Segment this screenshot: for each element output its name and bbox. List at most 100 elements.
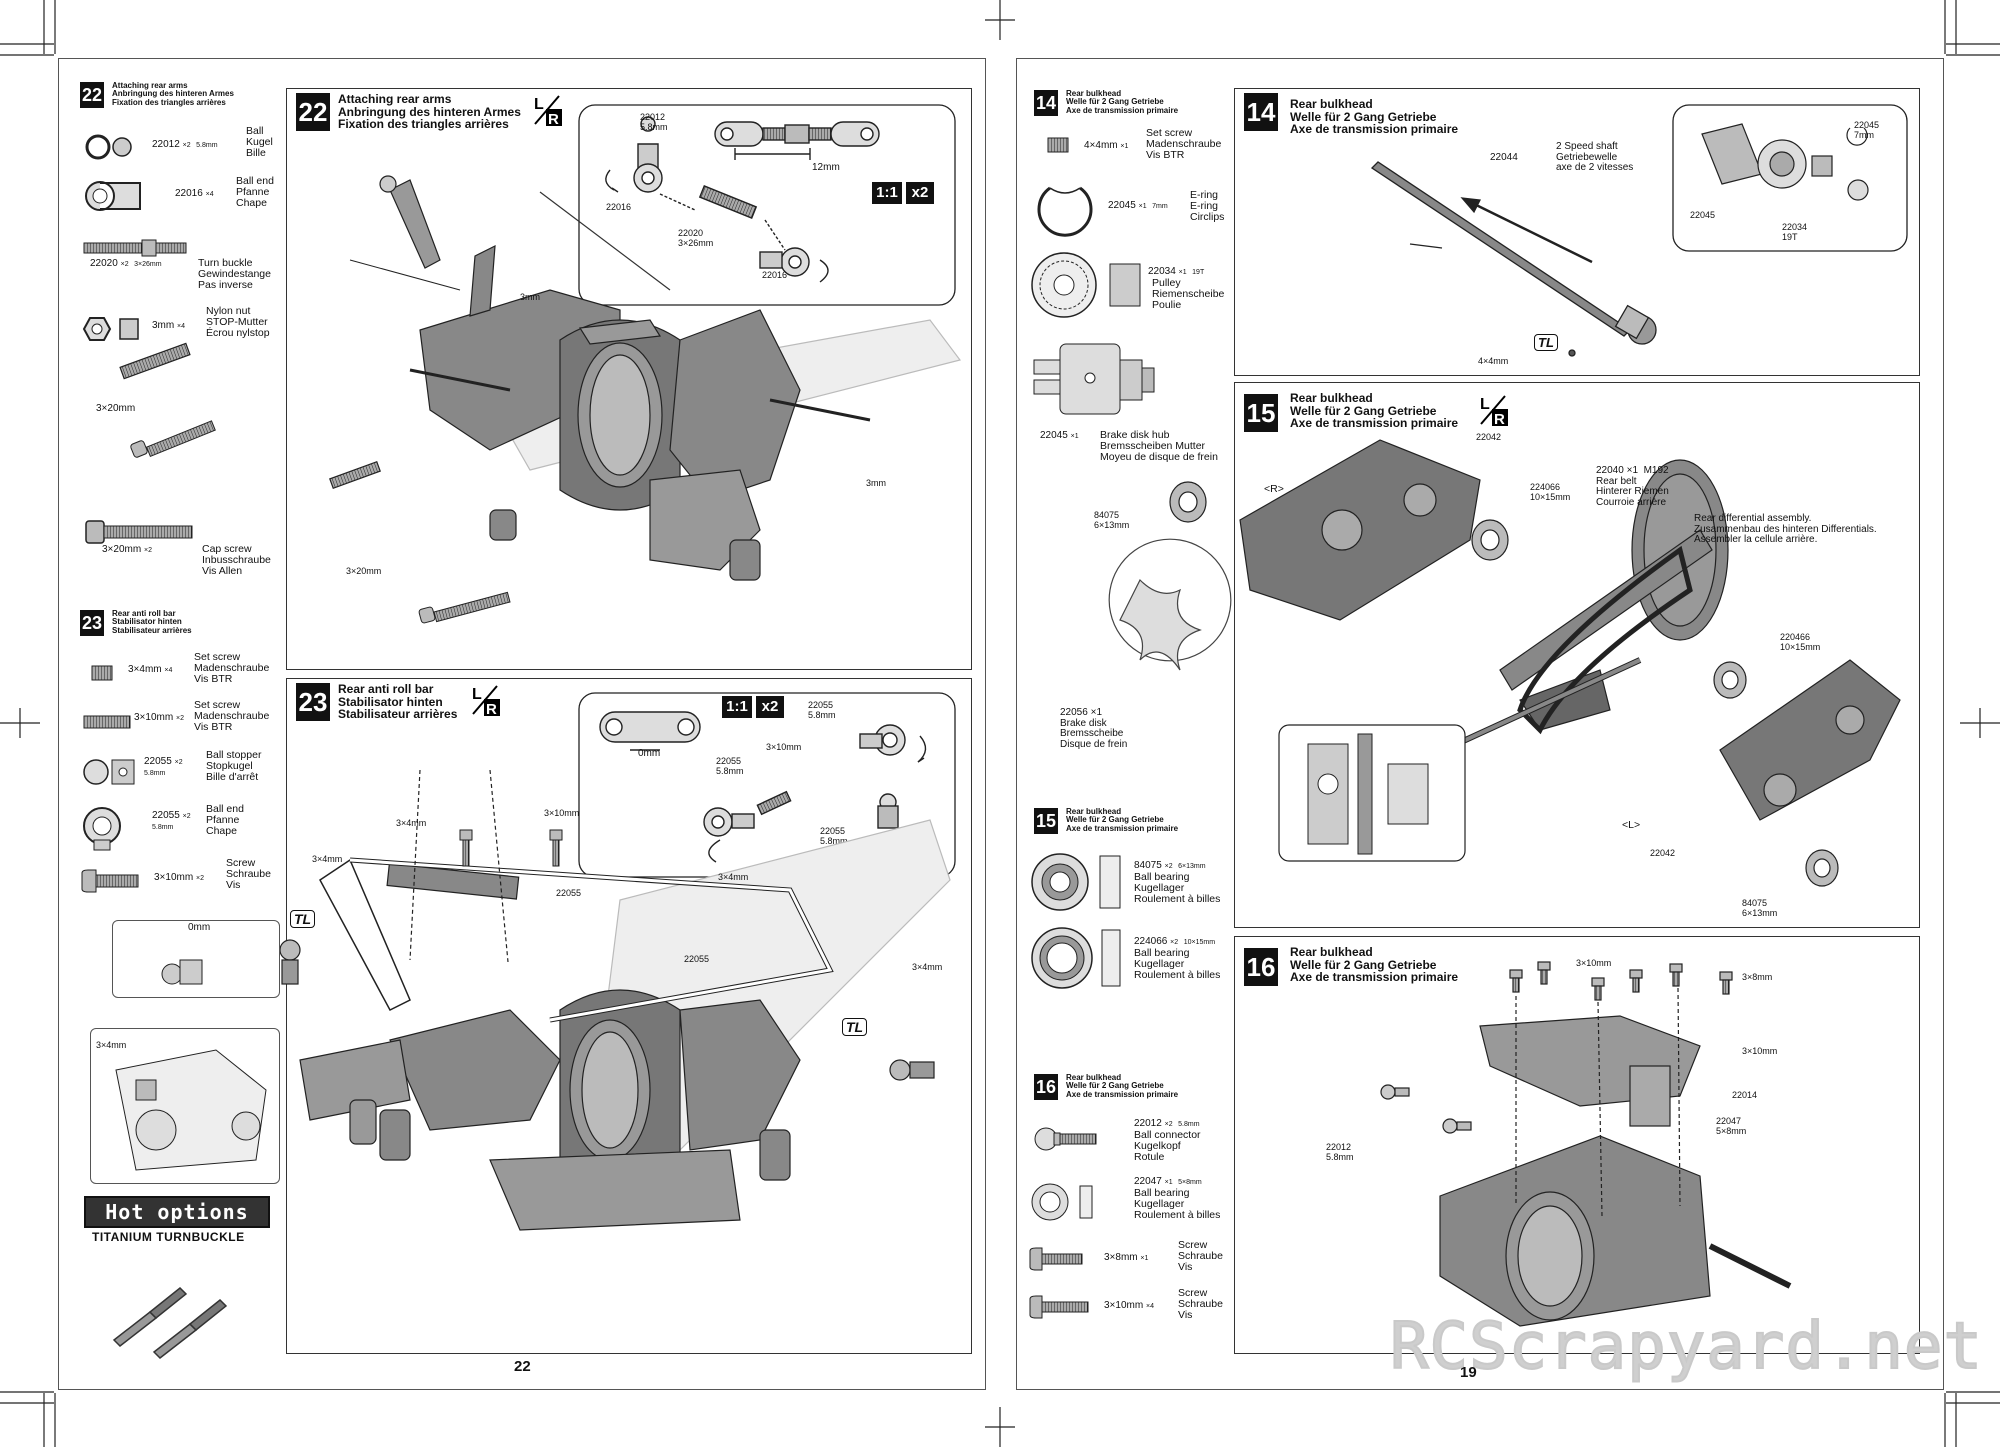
step23-number: 23: [296, 683, 330, 721]
step16-small-number: 16: [1034, 1074, 1058, 1100]
step14-shaft-drawing: [1370, 161, 1657, 357]
callout-bar: 22055: [556, 888, 582, 898]
step16-number: 16: [1244, 948, 1278, 986]
callout-s4: 3×4mm: [312, 854, 343, 864]
callout-bulkhead: 22014: [1732, 1090, 1758, 1100]
inset-ball-end-drawing: [161, 959, 203, 985]
watermark-text: RCScrapyard.net: [1389, 1309, 1983, 1385]
callout-s3: 3×4mm: [718, 872, 749, 882]
screw-icon: [81, 869, 139, 893]
part-code: 3×8mm ×1: [1104, 1252, 1149, 1263]
step15-number: 15: [1244, 394, 1278, 432]
callout-s3: 3×10mm: [1742, 1046, 1778, 1056]
screw-icon: [1029, 1247, 1083, 1271]
inset-screw-label: 3×4mm: [96, 1040, 127, 1050]
part-code: 84075 ×2 6×13mm: [1134, 860, 1206, 871]
callout-bulkhead2: 22042: [1650, 848, 1676, 858]
step15-small-number: 15: [1034, 808, 1058, 834]
callout-s1: 3×4mm: [396, 818, 427, 828]
step23-assembly-drawing: [279, 769, 951, 1231]
step15-inset-bubble: [1278, 724, 1466, 862]
part-code: 3×10mm ×4: [1104, 1300, 1154, 1311]
step22-screw-bottom: [418, 591, 511, 624]
step14-number: 14: [1244, 93, 1278, 131]
ball-connector-icon: [1034, 1127, 1097, 1151]
callout-screw: 4×4mm: [1478, 356, 1509, 366]
svg-text:R: R: [548, 111, 559, 128]
part-code: 3×4mm ×4: [128, 664, 173, 675]
callout-bar2: 22055: [684, 954, 710, 964]
ball-bearing-icon: [1031, 927, 1121, 989]
callout-s5: 3×4mm: [912, 962, 943, 972]
svg-text:L: L: [472, 686, 482, 703]
part-code: 22012 ×2 5.8mm: [1134, 1118, 1200, 1129]
ball-end-icon: [83, 807, 121, 851]
tl-thread-lock-icon: TL: [290, 910, 316, 928]
callout-rod-length: 12mm: [812, 162, 840, 173]
part-code: 22012 ×2 5.8mm: [152, 139, 218, 150]
step16-assembly-drawing: [1380, 961, 1792, 1327]
part-code: 3×20mm ×2: [102, 544, 152, 555]
ball-bearing-icon: [1031, 853, 1121, 911]
part-code: 3×10mm ×2: [134, 712, 184, 723]
svg-text:L: L: [1480, 396, 1490, 413]
step23-screws: [459, 829, 563, 867]
callout-r-side: <R>: [1264, 483, 1284, 495]
inset-mount-drawing: [115, 1049, 267, 1171]
ball-end-detail-drawing: [599, 711, 927, 863]
step23-inset-gap: [112, 920, 280, 998]
callout-bulkhead: 22042: [1476, 432, 1502, 442]
scale-mult-badge: x2: [906, 182, 934, 204]
part-code: 22045 ×1: [1040, 430, 1079, 441]
left-right-icon: L R: [470, 684, 500, 718]
page-number-left: 22: [514, 1358, 531, 1375]
step22-detail-bubble: [578, 104, 956, 306]
set-screw-icon: [91, 665, 113, 681]
part-code: 3×10mm ×2: [154, 872, 204, 883]
nylon-nut-icon: [82, 317, 139, 341]
left-right-icon: L R: [532, 94, 562, 128]
callout-l-side: <L>: [1622, 819, 1641, 831]
e-ring-icon: [1037, 186, 1093, 237]
callout-screw: 3×10mm: [766, 742, 802, 752]
step14-detail-bubble: [1672, 104, 1908, 252]
turnbuckle-icon: [83, 239, 187, 257]
callout-end2-code: 22016: [762, 270, 788, 280]
step22-assembly-drawing: [119, 175, 962, 581]
step22-screw-left: [130, 420, 216, 458]
